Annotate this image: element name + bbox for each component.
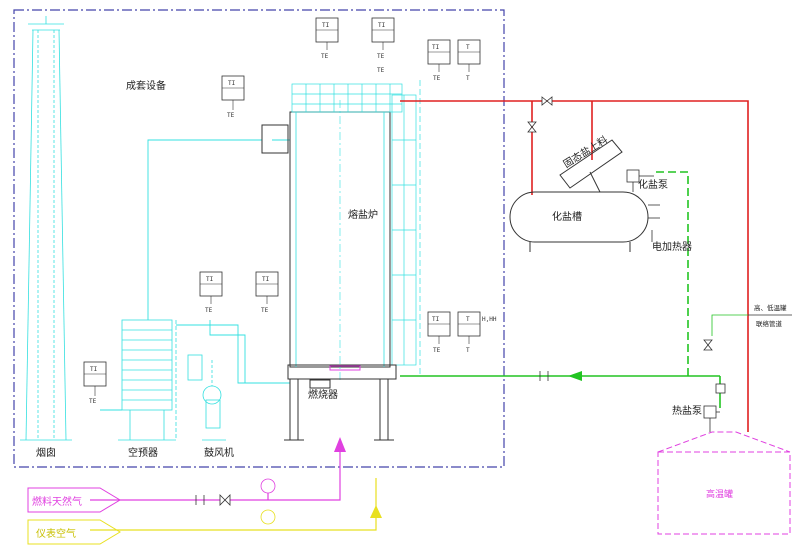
te-tag: TE — [377, 53, 385, 60]
te-tag: TE — [377, 67, 385, 74]
ti-tag: TI — [378, 22, 386, 29]
air-flue-ducts — [100, 139, 290, 411]
flow-arrow-return — [568, 371, 582, 381]
instrument-t-return: T T H,HH — [457, 311, 497, 354]
instrument-ti-furnace-top-2: TI TE TE — [371, 17, 395, 74]
instrument-ti-return: TI TE — [427, 311, 451, 354]
package-boundary — [13, 9, 505, 468]
instrument-air-inlet — [27, 519, 121, 545]
ti-tag: TI — [432, 44, 440, 51]
air-preheater — [118, 319, 177, 441]
high-temp-tank-label: 高温罐 — [706, 488, 733, 500]
te-tag: TE — [89, 398, 97, 405]
high-temp-tank — [657, 431, 791, 535]
fuel-gas-valves — [195, 494, 231, 506]
t-tag: T — [466, 347, 470, 354]
hhh-tag: H,HH — [482, 316, 497, 323]
package-label: 成套设备 — [126, 79, 166, 92]
instrument-ti-top-duct: TI TE — [221, 75, 245, 119]
instrument-air-line — [90, 478, 377, 531]
hot-salt-valves — [527, 96, 553, 133]
dissolve-tank — [509, 191, 649, 252]
solid-salt-feeder — [559, 139, 623, 193]
tank-note-line1: 高、低温罐 — [754, 303, 787, 312]
t-tag: T — [466, 75, 470, 82]
furnace-label: 熔盐炉 — [348, 208, 378, 221]
fuel-gas-label: 燃料天然气 — [32, 495, 82, 508]
duct-flange — [261, 124, 289, 154]
hot-salt-pipe — [400, 100, 749, 432]
te-tag: TE — [227, 112, 235, 119]
burner-label: 燃烧器 — [308, 388, 338, 401]
return-valves — [539, 339, 726, 394]
te-tag: TE — [205, 307, 213, 314]
salt-pump-label: 化盐泵 — [638, 178, 668, 191]
instrument-air-label: 仪表空气 — [36, 527, 76, 540]
tank-link-leader — [711, 314, 792, 336]
instrument-ti-chimney: TI TE — [83, 361, 107, 405]
instrument-t-outlet: T T — [457, 39, 481, 82]
te-tag: TE — [433, 75, 441, 82]
instrument-ti-preheater: TI TE — [199, 271, 223, 314]
salt-pump-top — [626, 169, 654, 192]
top-coil-bank — [291, 83, 403, 113]
return-salt-pipe — [400, 171, 721, 408]
te-tag: TE — [433, 347, 441, 354]
furnace-base — [284, 364, 397, 441]
side-coil-columns — [391, 80, 421, 375]
tank-note-line2: 联络管道 — [756, 319, 783, 328]
chimney — [20, 16, 72, 441]
molten-salt-furnace — [289, 100, 391, 380]
fuel-gas-line — [90, 440, 341, 501]
fuel-gas-arrow — [334, 437, 346, 452]
instrument-ti-outlet: TI TE — [427, 39, 451, 82]
instrument-ti-furnace-top-1: TI TE — [315, 17, 339, 60]
electric-heater — [648, 204, 660, 242]
instrument-air-arrow — [370, 505, 382, 518]
ti-tag: TI — [432, 316, 440, 323]
fuel-gas-inlet — [27, 487, 121, 513]
ti-tag: TI — [90, 366, 98, 373]
ti-tag: TI — [228, 80, 236, 87]
t-tag: T — [466, 316, 470, 323]
electric-heater-label: 电加热器 — [652, 240, 692, 253]
preheater-label: 空预器 — [128, 446, 158, 459]
hot-salt-pump — [703, 405, 720, 432]
ti-tag: TI — [206, 276, 214, 283]
hot-salt-pump-label: 热盐泵 — [672, 404, 702, 417]
te-tag: TE — [321, 53, 329, 60]
dissolve-tank-label: 化盐槽 — [552, 210, 582, 223]
blower — [187, 354, 226, 441]
blower-label: 鼓风机 — [204, 446, 234, 459]
ti-tag: TI — [322, 22, 330, 29]
chimney-label: 烟囱 — [36, 446, 56, 459]
t-tag: T — [466, 44, 470, 51]
instrument-air-instrument — [260, 509, 276, 525]
instrument-ti-blower: TI TE — [255, 271, 279, 314]
fuel-gas-instrument — [260, 478, 276, 494]
ti-tag: TI — [262, 276, 270, 283]
te-tag: TE — [261, 307, 269, 314]
